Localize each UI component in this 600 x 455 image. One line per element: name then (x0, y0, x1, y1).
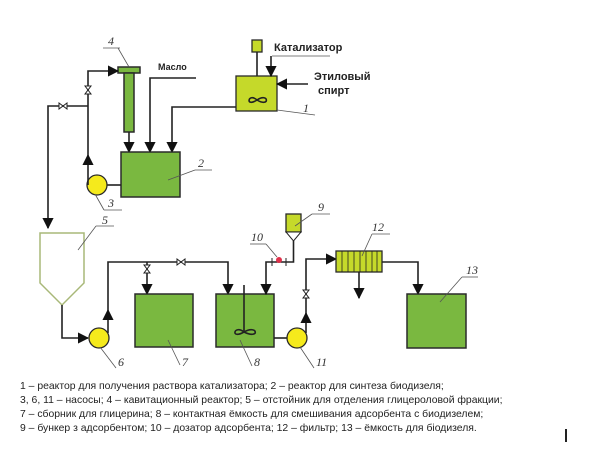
oil-label: Масло (158, 62, 187, 72)
catalyst-label: Катализатор (274, 42, 343, 54)
filter-12 (335, 250, 383, 273)
legend-line: 1 – реактор для получения раствора катал… (20, 381, 444, 392)
pipe-catalyst-to-reactor-2 (166, 106, 236, 154)
valve (143, 264, 151, 274)
label-7: 7 (182, 355, 189, 369)
contact-tank-8 (215, 293, 275, 348)
valve (84, 85, 92, 95)
catalyst-reactor-1 (235, 39, 278, 112)
cavitation-reactor-4 (117, 66, 141, 133)
label-11: 11 (316, 355, 327, 369)
pump-3 (86, 174, 108, 196)
adsorbent-dosator-10 (276, 257, 282, 263)
pipe-to-cavitation-reactor (87, 65, 120, 156)
biodiesel-tank-13 (406, 293, 467, 349)
pump-6 (88, 327, 110, 349)
label-1: 1 (303, 101, 309, 115)
agitator-icon (234, 328, 257, 336)
ethanol-label-2: спирт (318, 85, 350, 97)
label-10: 10 (251, 230, 263, 244)
label-8: 8 (254, 355, 260, 369)
text-cursor (565, 429, 567, 442)
label-9: 9 (318, 200, 324, 214)
legend-line: 7 – сборник для глицерина; 8 – контактна… (20, 409, 484, 420)
pipe-to-settler (42, 105, 88, 230)
pipe-oil (144, 77, 196, 154)
pipe-to-filter (305, 253, 338, 313)
pipe-to-biodiesel-tank (382, 261, 424, 296)
valve (58, 102, 68, 110)
pump-11 (286, 327, 308, 349)
pipe-to-contact-tank (107, 261, 234, 311)
ethanol-label-1: Этиловый (314, 71, 370, 83)
valve (302, 289, 310, 299)
legend-line: 3, 6, 11 – насосы; 4 – кавитационный реа… (20, 395, 503, 406)
legend: 1 – реактор для получения раствора катал… (20, 380, 502, 436)
valve (176, 258, 186, 266)
biodiesel-reactor-2 (120, 151, 181, 198)
label-3: 3 (107, 196, 114, 210)
label-13: 13 (466, 263, 478, 277)
label-2: 2 (198, 156, 204, 170)
label-12: 12 (372, 220, 384, 234)
legend-line: 9 – бункер з адсорбентом; 10 – дозатор а… (20, 423, 477, 434)
glycerin-tank-7 (134, 293, 194, 348)
label-5: 5 (102, 213, 108, 227)
label-4: 4 (108, 34, 114, 48)
label-6: 6 (118, 355, 124, 369)
settler-5 (39, 232, 85, 307)
